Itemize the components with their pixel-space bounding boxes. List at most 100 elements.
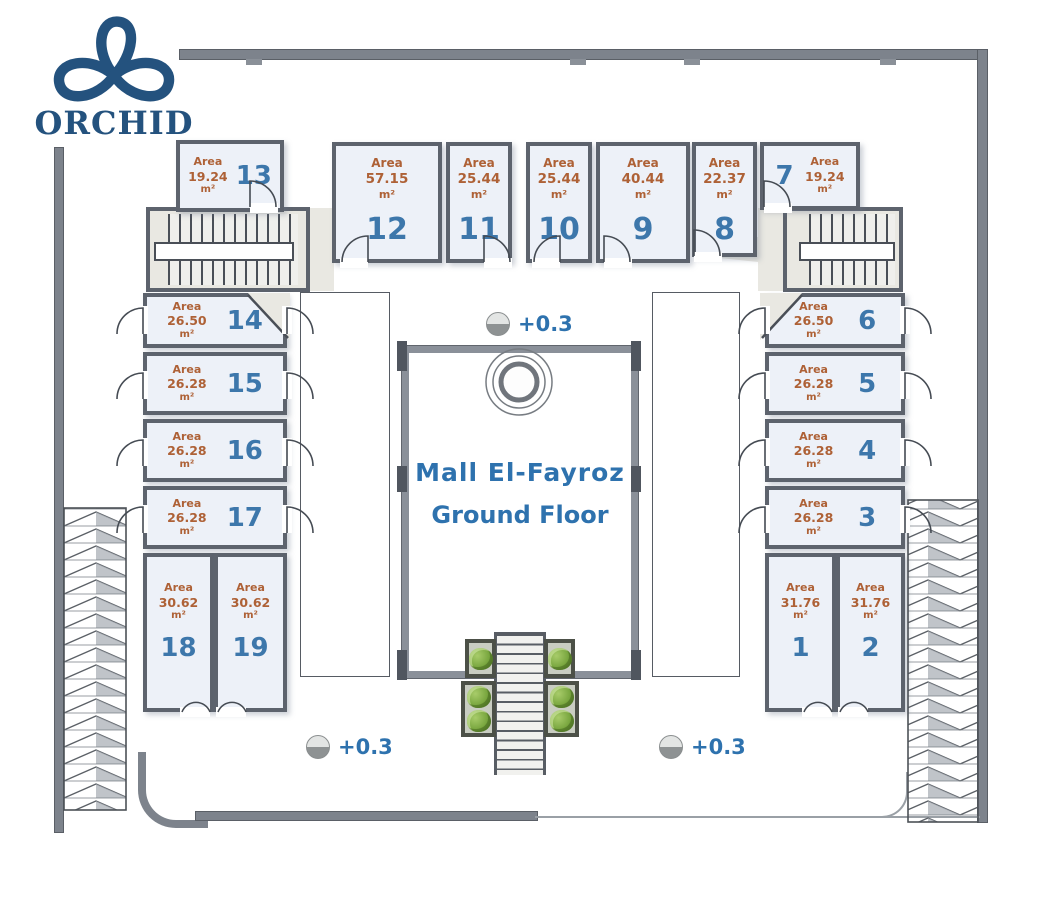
right-staircase bbox=[783, 207, 903, 292]
area-unit: m² bbox=[179, 328, 195, 340]
outer-wall-top bbox=[180, 50, 987, 59]
stair-rail bbox=[799, 242, 895, 261]
plant-icon bbox=[549, 686, 574, 709]
area-unit: m² bbox=[793, 610, 808, 622]
area-value: 19.24 bbox=[805, 168, 845, 184]
area-label: Area bbox=[799, 429, 828, 443]
plan-title: Mall El-Fayroz Ground Floor bbox=[392, 458, 648, 529]
area-unit: m² bbox=[200, 184, 216, 196]
area-unit: m² bbox=[179, 458, 195, 470]
area-unit: m² bbox=[171, 610, 186, 622]
unit-number: 10 bbox=[538, 211, 580, 247]
boundary-line-bottom bbox=[535, 816, 980, 818]
area-label: Area bbox=[627, 156, 659, 170]
left-staircase bbox=[146, 207, 310, 292]
level-value: +0.3 bbox=[518, 312, 573, 336]
area-label: Area bbox=[172, 362, 202, 376]
level-marker: +0.3 bbox=[659, 735, 746, 759]
level-marker-icon bbox=[306, 735, 330, 759]
area-unit: m² bbox=[806, 458, 821, 470]
area-label: Area bbox=[810, 155, 840, 169]
stair-rail bbox=[154, 242, 294, 261]
planter bbox=[465, 639, 496, 678]
area-value: 26.28 bbox=[793, 376, 834, 392]
level-marker-icon bbox=[486, 312, 510, 336]
unit-number: 14 bbox=[226, 305, 263, 336]
unit-number: 3 bbox=[858, 502, 877, 533]
area-value: 26.50 bbox=[167, 313, 207, 329]
unit-number: 9 bbox=[632, 211, 654, 247]
area-unit: m² bbox=[470, 187, 488, 201]
left-skylight-opening bbox=[300, 292, 390, 677]
level-value: +0.3 bbox=[338, 735, 393, 759]
level-value: +0.3 bbox=[691, 735, 746, 759]
area-value: 26.28 bbox=[167, 443, 207, 459]
unit-number: 16 bbox=[226, 435, 263, 466]
unit-number: 1 bbox=[791, 632, 810, 663]
area-label: Area bbox=[371, 156, 403, 170]
planter bbox=[461, 681, 496, 737]
area-unit: m² bbox=[243, 610, 258, 622]
outer-wall-right bbox=[978, 50, 987, 822]
area-value: 30.62 bbox=[158, 594, 199, 610]
pergola-left bbox=[63, 507, 127, 811]
floor-name: Ground Floor bbox=[431, 501, 609, 529]
area-value: 19.24 bbox=[188, 168, 228, 184]
area-value: 26.28 bbox=[167, 376, 207, 392]
mall-name: Mall El-Fayroz bbox=[415, 458, 625, 487]
unit-number: 13 bbox=[235, 161, 272, 191]
plant-icon bbox=[466, 686, 491, 709]
brand-name: ORCHID bbox=[34, 104, 194, 142]
outer-wall-bottom bbox=[196, 812, 537, 820]
area-label: Area bbox=[786, 581, 815, 594]
unit-number: 12 bbox=[366, 211, 408, 247]
outer-wall-left bbox=[55, 148, 63, 832]
area-value: 25.44 bbox=[457, 171, 501, 187]
area-unit: m² bbox=[716, 187, 733, 201]
plant-icon bbox=[549, 709, 574, 732]
area-label: Area bbox=[799, 496, 828, 510]
area-value: 26.50 bbox=[793, 313, 834, 329]
plant-icon bbox=[468, 647, 493, 670]
pergola-right bbox=[907, 499, 979, 823]
area-value: 30.62 bbox=[230, 594, 271, 610]
area-label: Area bbox=[463, 156, 495, 170]
area-label: Area bbox=[799, 299, 828, 313]
area-unit: m² bbox=[179, 525, 195, 537]
unit-number: 17 bbox=[226, 502, 263, 533]
area-value: 26.28 bbox=[793, 510, 834, 526]
unit-number: 11 bbox=[458, 211, 500, 247]
area-label: Area bbox=[799, 362, 828, 376]
entrance-stairs bbox=[494, 632, 546, 775]
area-label: Area bbox=[708, 156, 741, 170]
unit-number: 4 bbox=[858, 435, 877, 466]
planter bbox=[544, 639, 575, 678]
area-value: 25.44 bbox=[537, 171, 581, 187]
area-value: 31.76 bbox=[850, 594, 891, 610]
area-label: Area bbox=[172, 299, 202, 313]
area-unit: m² bbox=[378, 187, 396, 201]
unit-number: 8 bbox=[714, 211, 735, 247]
area-label: Area bbox=[172, 429, 202, 443]
area-unit: m² bbox=[550, 187, 568, 201]
area-unit: m² bbox=[817, 184, 833, 196]
planter bbox=[544, 681, 579, 737]
unit-number: 19 bbox=[232, 632, 269, 663]
plant-icon bbox=[547, 647, 572, 670]
area-label: Area bbox=[193, 155, 223, 169]
